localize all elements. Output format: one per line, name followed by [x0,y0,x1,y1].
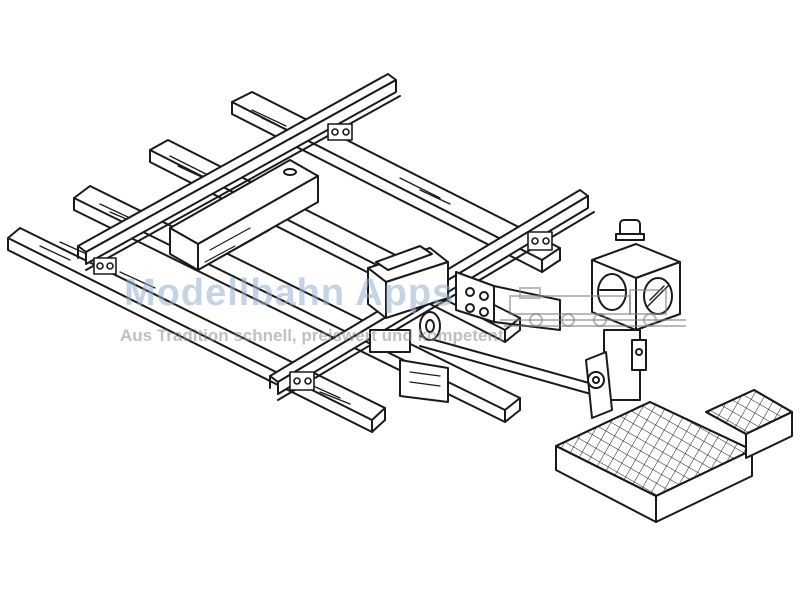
rail-clips [93,123,553,391]
grate-platform-back [705,389,793,459]
lock-rod [369,311,601,403]
watermark-slogan: Aus Tradition schnell, preiswert und kom… [120,326,504,345]
wooden-block [169,159,319,271]
grate-platform-front [555,401,753,523]
rail-left [77,73,401,271]
lock-clamp [367,245,449,319]
signal-post [585,329,647,419]
watermark-title: Modellbahn Apps [124,272,455,314]
locomotive-icon [500,287,686,327]
